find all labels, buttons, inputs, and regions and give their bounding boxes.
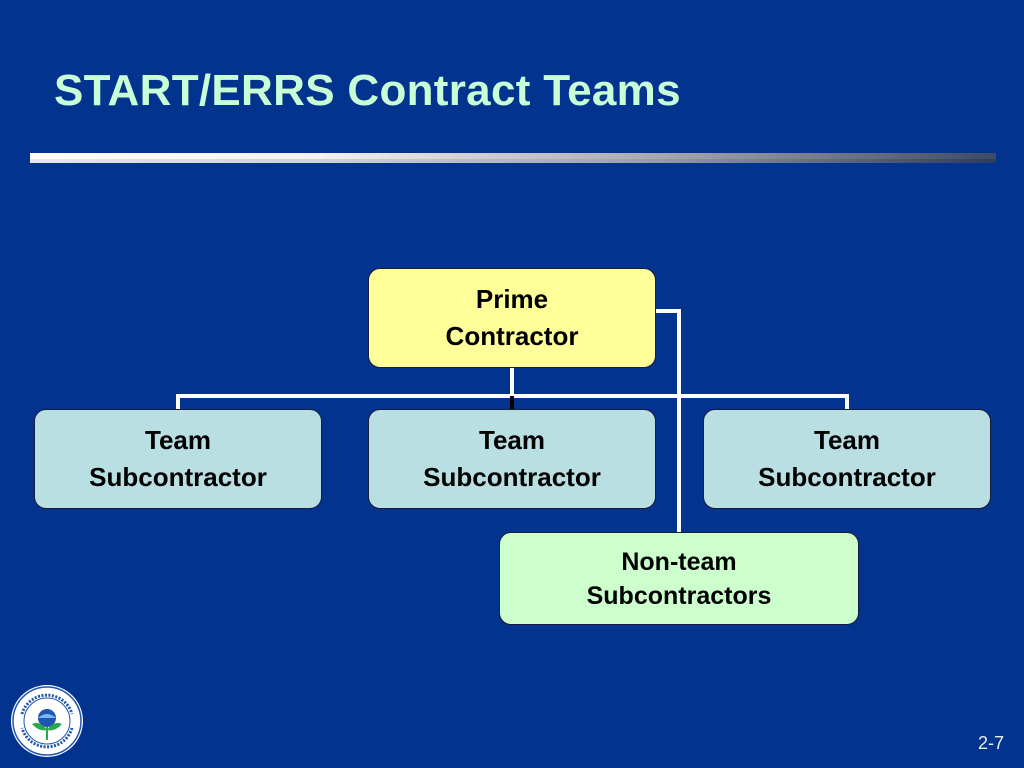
team-subcontractor-box: Team Subcontractor <box>703 409 991 509</box>
prime-contractor-box: Prime Contractor <box>368 268 656 368</box>
non-team-line-1: Non-team <box>621 547 737 576</box>
team-line-2: Subcontractor <box>423 462 601 492</box>
team-subcontractor-box: Team Subcontractor <box>34 409 322 509</box>
title-divider <box>30 153 996 163</box>
team-line-1: Team <box>145 425 211 455</box>
prime-line-1: Prime <box>475 284 549 314</box>
connector-non-team <box>656 309 681 532</box>
team-line-2: Subcontractor <box>89 462 267 492</box>
team-line-1: Team <box>814 425 880 455</box>
team-subcontractor-box: Team Subcontractor <box>368 409 656 509</box>
slide-title: START/ERRS Contract Teams <box>54 66 681 115</box>
team-line-2: Subcontractor <box>758 462 936 492</box>
prime-line-2: Contractor <box>445 321 579 351</box>
slide-number: 2-7 <box>977 733 1004 753</box>
non-team-line-2: Subcontractors <box>586 581 772 610</box>
non-team-subcontractors-box: Non-team Subcontractors <box>499 532 859 625</box>
epa-seal-icon <box>11 685 83 757</box>
team-line-1: Team <box>479 425 545 455</box>
